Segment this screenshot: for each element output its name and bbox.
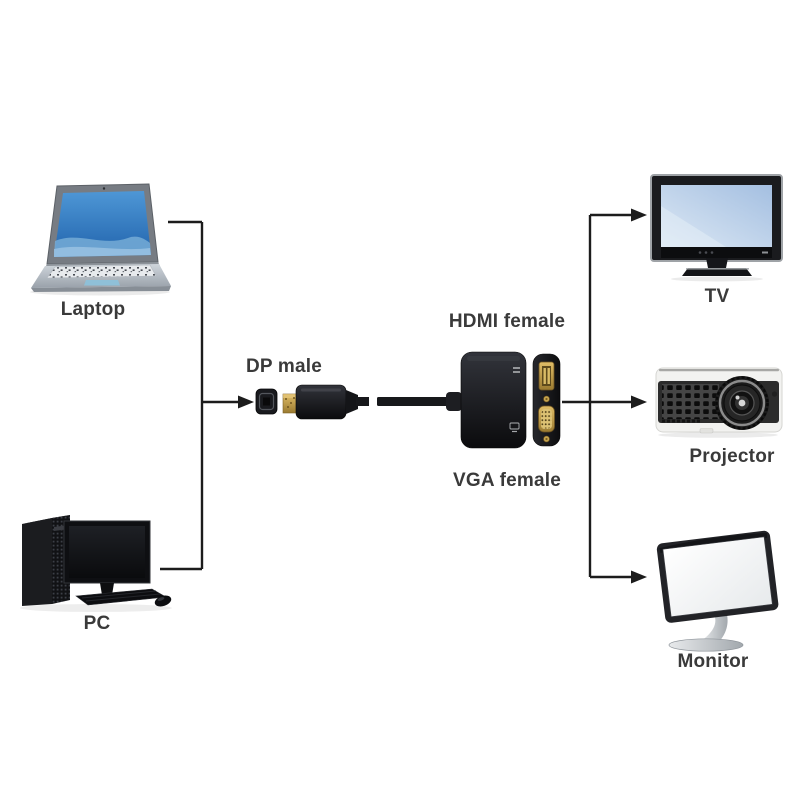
projector-ir-sensor <box>771 391 778 397</box>
adapter-marking-bottom <box>509 422 520 430</box>
tv-shadow <box>671 276 763 282</box>
pc-label: PC <box>83 613 111 634</box>
adapter-marking-top <box>513 367 520 373</box>
monitor-label: Monitor <box>677 651 749 672</box>
cable-segment-b <box>377 397 449 406</box>
tv-logo-dash <box>762 251 768 254</box>
monitor-panel-group <box>656 530 779 623</box>
monitor-stand-base <box>668 638 744 652</box>
projector-foot <box>699 428 714 434</box>
tv-button-2 <box>704 251 708 254</box>
dp-adapter-illustration <box>255 351 561 449</box>
projector-illustration <box>655 367 783 438</box>
adapter-gloss <box>467 356 520 361</box>
projector-lens-center <box>738 399 746 407</box>
pc-tower-side <box>22 518 52 606</box>
tv-screen <box>661 185 772 247</box>
laptop-base-edge <box>31 286 171 292</box>
left-connector-lines <box>160 220 254 571</box>
vga-screw-bottom-hole <box>545 437 548 441</box>
cable-segment-a <box>356 397 369 406</box>
tv-button-1 <box>698 251 702 254</box>
pc-mouse-highlight <box>157 597 165 601</box>
projector-top-edge <box>659 369 779 372</box>
pc-monitor-neck <box>100 583 114 595</box>
projector-label: Projector <box>689 446 775 467</box>
dp-cable-taper <box>346 390 358 414</box>
pc-shadow <box>20 604 172 612</box>
monitor-stand-neck <box>701 608 728 644</box>
dp-plug-front-inner <box>263 397 270 406</box>
projector-lens-ring <box>718 379 766 427</box>
arrow-to-tv-icon <box>631 208 647 222</box>
hdmi-port-pins-b <box>547 368 550 384</box>
monitor-illustration <box>656 530 779 652</box>
tv-button-3 <box>710 251 714 254</box>
tv-label: TV <box>704 286 730 307</box>
vga-screw-top-hole <box>545 397 548 401</box>
vga-port-pins <box>541 409 552 429</box>
projector-vent-grid <box>662 384 719 419</box>
hdmi-port-slot <box>542 366 551 386</box>
dp-gold-highlight <box>283 394 298 398</box>
tv-stand-base <box>682 268 752 276</box>
left-lines-path <box>160 220 238 571</box>
arrow-to-dp-icon <box>238 395 254 409</box>
right-lines-path <box>562 213 631 579</box>
laptop-keyboard <box>46 264 157 279</box>
laptop-webcam <box>102 187 106 190</box>
arrow-to-projector-icon <box>631 395 647 409</box>
pc-keyboard-rows <box>81 590 161 602</box>
laptop-label: Laptop <box>60 299 126 320</box>
dp-plug-front-slot <box>258 392 275 411</box>
tv-stand-neck <box>706 258 728 268</box>
hdmi-female-label: HDMI female <box>448 311 566 332</box>
projector-lens-teeth <box>715 376 769 430</box>
vga-female-label: VGA female <box>453 470 561 491</box>
dp-connector-gloss <box>301 388 341 392</box>
projector-shadow <box>658 432 778 438</box>
cable-strain-relief <box>446 392 462 411</box>
laptop-touchpad <box>84 280 120 286</box>
tv-screen-sheen <box>661 206 726 247</box>
dp-male-label: DP male <box>245 356 323 377</box>
right-connector-lines <box>562 208 647 584</box>
hdmi-port-pins-a <box>543 368 546 384</box>
monitor-screen <box>662 536 773 618</box>
tv-bottom-band <box>661 247 772 258</box>
projector-lens-glint <box>735 395 740 400</box>
laptop-illustration <box>30 183 171 296</box>
tv-illustration <box>650 174 783 282</box>
laptop-screen-wave2 <box>54 246 151 257</box>
pc-illustration <box>20 515 172 612</box>
adapter-body <box>460 351 527 449</box>
pc-monitor-screen <box>69 526 145 578</box>
dp-gold-specks <box>285 397 295 408</box>
arrow-to-monitor-icon <box>631 570 647 584</box>
